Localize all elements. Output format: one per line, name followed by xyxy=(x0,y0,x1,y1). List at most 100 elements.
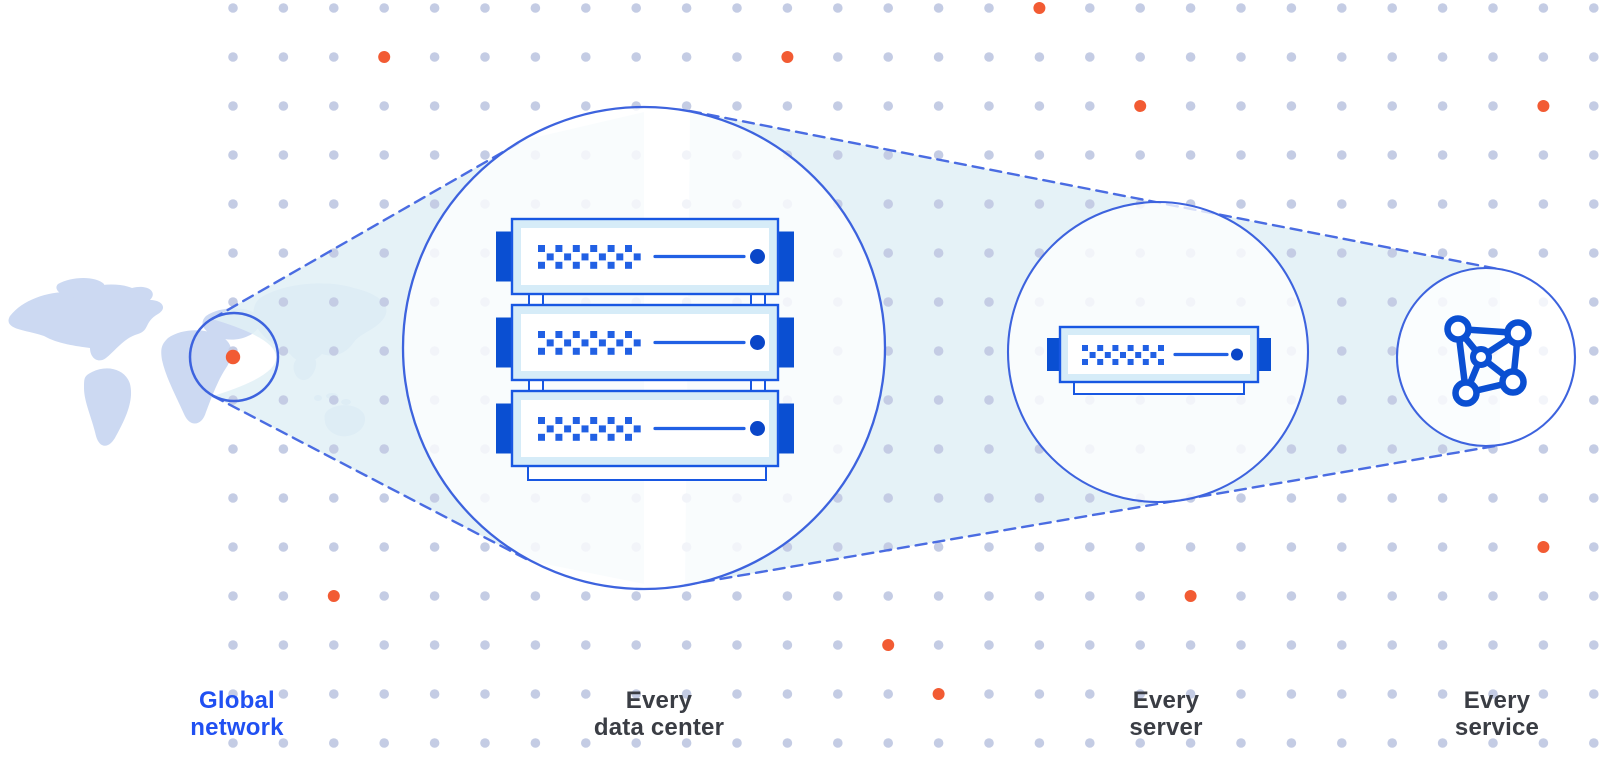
vent-dot xyxy=(555,433,563,441)
vent-dot xyxy=(590,245,598,252)
grid-dot xyxy=(984,52,994,62)
grid-dot xyxy=(1488,248,1498,258)
mesh-node xyxy=(1504,319,1532,347)
grid-dot xyxy=(1387,738,1397,748)
grid-dot xyxy=(1034,150,1045,160)
label-every-data-center: Every data center xyxy=(594,687,724,741)
label-line: Global xyxy=(199,687,275,714)
grid-dot xyxy=(1589,395,1599,405)
grid-dot xyxy=(1286,101,1297,111)
grid-dot xyxy=(480,52,490,62)
grid-dot xyxy=(581,52,591,62)
server-ear xyxy=(496,403,513,454)
grid-dot xyxy=(480,542,490,552)
grid-dot xyxy=(1437,689,1448,699)
grid-dot xyxy=(1286,3,1297,13)
grid-dot xyxy=(1337,297,1347,307)
grid-dot xyxy=(278,101,289,111)
vent-dot xyxy=(625,261,632,269)
vent-dot xyxy=(538,417,545,424)
grid-dot xyxy=(732,3,742,13)
grid-dot xyxy=(480,689,490,699)
grid-dot xyxy=(1337,689,1347,699)
grid-dot xyxy=(984,640,994,650)
grid-dot xyxy=(329,738,339,748)
grid-dot xyxy=(1337,542,1347,552)
grid-dot xyxy=(1589,591,1599,601)
vent-dot xyxy=(633,425,641,433)
grid-dot xyxy=(1437,493,1448,503)
grid-dot xyxy=(278,52,289,62)
grid-dot xyxy=(1387,346,1397,356)
grid-dot xyxy=(1387,52,1397,62)
mesh-node xyxy=(1499,368,1527,396)
grid-dot xyxy=(1236,689,1246,699)
grid-dot xyxy=(379,444,390,454)
grid-dot xyxy=(480,150,490,160)
grid-dot xyxy=(429,101,440,111)
continent-africa xyxy=(161,330,232,424)
grid-dot xyxy=(833,150,843,160)
grid-dot xyxy=(732,591,742,601)
grid-dot xyxy=(883,395,893,405)
grid-dot xyxy=(1538,248,1549,258)
grid-dot xyxy=(1538,150,1549,160)
grid-dot xyxy=(379,591,390,601)
grid-dot xyxy=(1437,199,1448,209)
label-line: network xyxy=(190,714,284,741)
grid-dot xyxy=(429,150,440,160)
grid-dot xyxy=(933,542,944,552)
grid-dot xyxy=(1589,3,1599,13)
vent-dot xyxy=(1127,345,1134,351)
mesh-node xyxy=(1444,315,1472,343)
grid-dot xyxy=(1286,591,1297,601)
grid-dot xyxy=(278,150,289,160)
vent-dot xyxy=(616,339,624,347)
label-line: Every xyxy=(1463,687,1531,714)
grid-dot xyxy=(1387,150,1397,160)
grid-dot xyxy=(1286,738,1297,748)
vent-dot xyxy=(564,339,572,347)
grid-dot xyxy=(984,738,994,748)
grid-dot xyxy=(782,738,793,748)
grid-dot xyxy=(883,150,893,160)
vent-dot xyxy=(598,425,606,433)
grid-dot xyxy=(1085,689,1095,699)
grid-dot xyxy=(1085,150,1095,160)
grid-dot xyxy=(1236,591,1246,601)
grid-dot xyxy=(933,738,944,748)
location-marker-icon xyxy=(225,349,241,365)
vent-dot xyxy=(1089,352,1096,358)
vent-dot xyxy=(572,245,580,252)
grid-dot xyxy=(883,689,893,699)
grid-dot xyxy=(681,738,692,748)
grid-dot xyxy=(329,52,339,62)
dashed-line-top-left xyxy=(210,138,526,321)
grid-dot xyxy=(933,591,944,601)
vent-dot xyxy=(598,253,606,261)
grid-dot xyxy=(1034,101,1045,111)
grid-dot xyxy=(1589,493,1599,503)
server-led xyxy=(1231,348,1243,361)
vent-dot xyxy=(1082,345,1088,351)
grid-dot xyxy=(1538,3,1549,13)
grid-dot xyxy=(1085,738,1095,748)
label-line: service xyxy=(1454,714,1540,741)
grid-dot xyxy=(329,199,339,209)
grid-dot xyxy=(228,493,238,503)
vent-dot xyxy=(590,331,598,338)
server-ear xyxy=(777,231,794,282)
vent-dot xyxy=(1104,352,1111,358)
grid-dot xyxy=(329,3,339,13)
grid-dot xyxy=(1135,738,1145,748)
grid-dot xyxy=(1387,444,1397,454)
grid-dot xyxy=(1488,591,1498,601)
grid-dot xyxy=(228,150,238,160)
grid-dot xyxy=(883,248,893,258)
grid-dot xyxy=(833,738,843,748)
vent-dot xyxy=(1097,359,1104,365)
grid-dot xyxy=(1135,52,1145,62)
grid-dot xyxy=(480,738,490,748)
grid-dot xyxy=(1034,640,1045,650)
server-rack-stack-icon xyxy=(496,217,794,481)
